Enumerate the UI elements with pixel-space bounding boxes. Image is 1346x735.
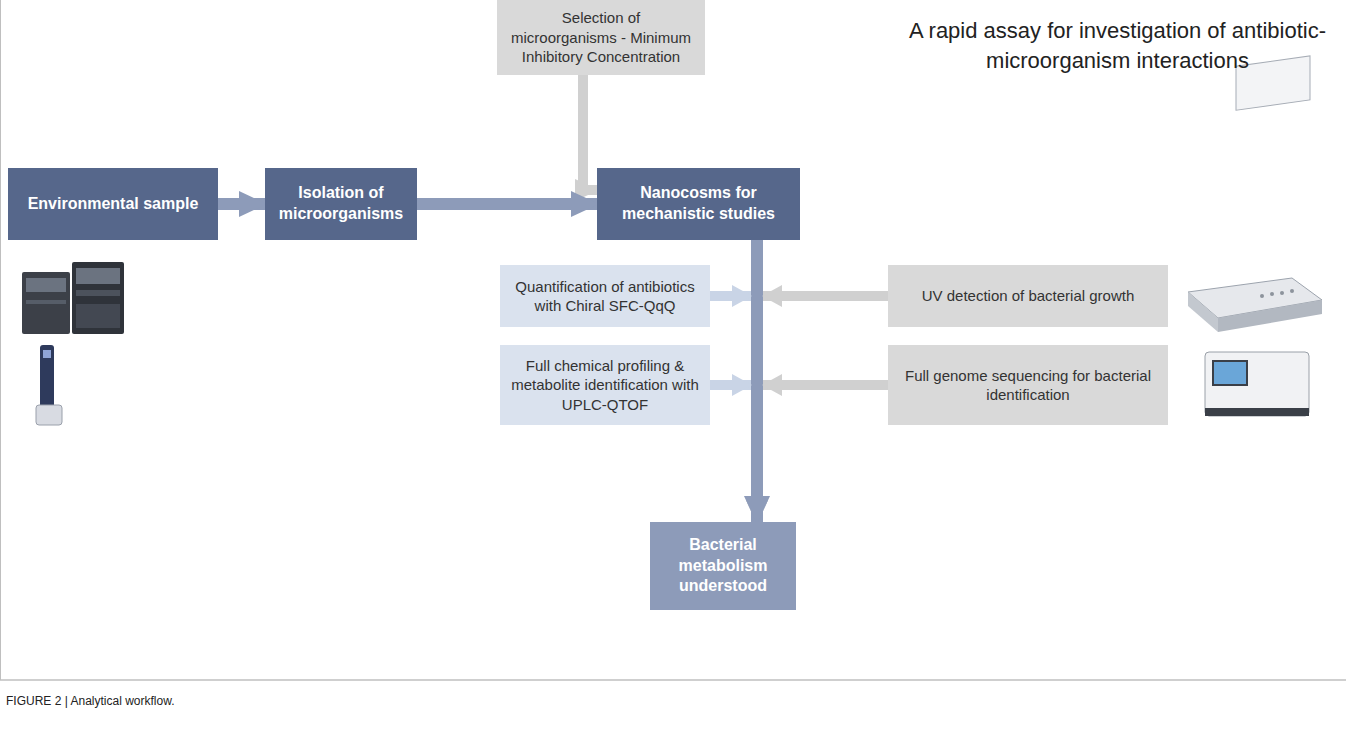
figure-frame [0,679,1346,681]
box-label: Isolation of microorganisms [275,183,407,225]
figure-frame [0,0,1,680]
biological-analysis-box: Full genome sequencing for bacterial ide… [888,345,1168,425]
plate-reader [1188,56,1322,332]
result-box: Bacterial metabolism understood [650,522,796,610]
box-label: Bacterial metabolism understood [660,535,786,597]
chromatography-instrument [22,262,124,334]
process-box: Environmental sample [8,168,218,240]
figure-caption: FIGURE 2 | Analytical workflow. [6,694,175,708]
process-box: Isolation of microorganisms [265,168,417,240]
flow-arrow [218,198,265,210]
box-label: UV detection of bacterial growth [922,286,1135,306]
process-box: Nanocosms for mechanistic studies [597,168,800,240]
flow-arrow [710,385,757,522]
box-label: Environmental sample [28,194,199,215]
flow-arrow [583,75,597,190]
sequencer [1205,352,1309,416]
chemical-analysis-box: Quantification of antibiotics with Chira… [500,265,710,327]
flow-arrow [757,296,888,522]
diagram-title: A rapid assay for investigation of antib… [895,16,1340,75]
flow-arrow [751,240,763,522]
box-label: Nanocosms for mechanistic studies [607,183,790,225]
flow-arrow [757,385,888,522]
box-label: Selection of microorganisms - Minimum In… [507,8,695,67]
box-label: Full genome sequencing for bacterial ide… [898,366,1158,405]
mass-spectrometer-source [36,345,62,425]
biological-analysis-box: UV detection of bacterial growth [888,265,1168,327]
box-label: Full chemical profiling & metabolite ide… [510,356,700,415]
merge-arrowheads [732,285,782,396]
flow-arrow [710,296,757,522]
flow-arrow [417,198,597,210]
selection-box: Selection of microorganisms - Minimum In… [497,0,705,75]
chemical-analysis-box: Full chemical profiling & metabolite ide… [500,345,710,425]
box-label: Quantification of antibiotics with Chira… [510,277,700,316]
